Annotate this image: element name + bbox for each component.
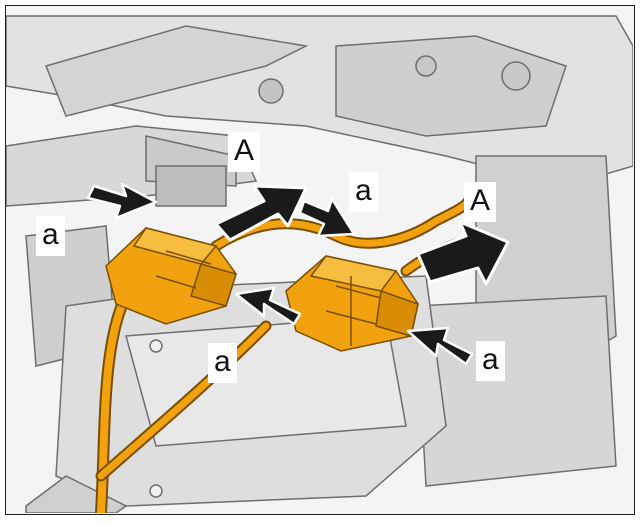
diagram-frame: a A a A a a — [5, 5, 635, 515]
callout-label-A-top: A — [228, 132, 261, 172]
callout-label-a-bottom-center: a — [208, 343, 237, 383]
connector-center — [285, 255, 419, 352]
callout-label-a-left: a — [36, 216, 65, 256]
arrow-icon — [406, 326, 474, 366]
arrow-icon — [86, 182, 158, 220]
large-arrow-icon — [416, 220, 510, 286]
callout-label-a-top: a — [349, 172, 378, 212]
arrow-icon — [234, 286, 302, 326]
large-arrow-icon — [214, 184, 308, 242]
arrow-icon — [298, 197, 356, 238]
connector-left — [105, 227, 237, 325]
background-structure — [6, 15, 633, 513]
callout-label-A-right: A — [464, 182, 497, 222]
illustration — [6, 15, 633, 513]
callout-label-a-bottom-right: a — [476, 341, 505, 381]
